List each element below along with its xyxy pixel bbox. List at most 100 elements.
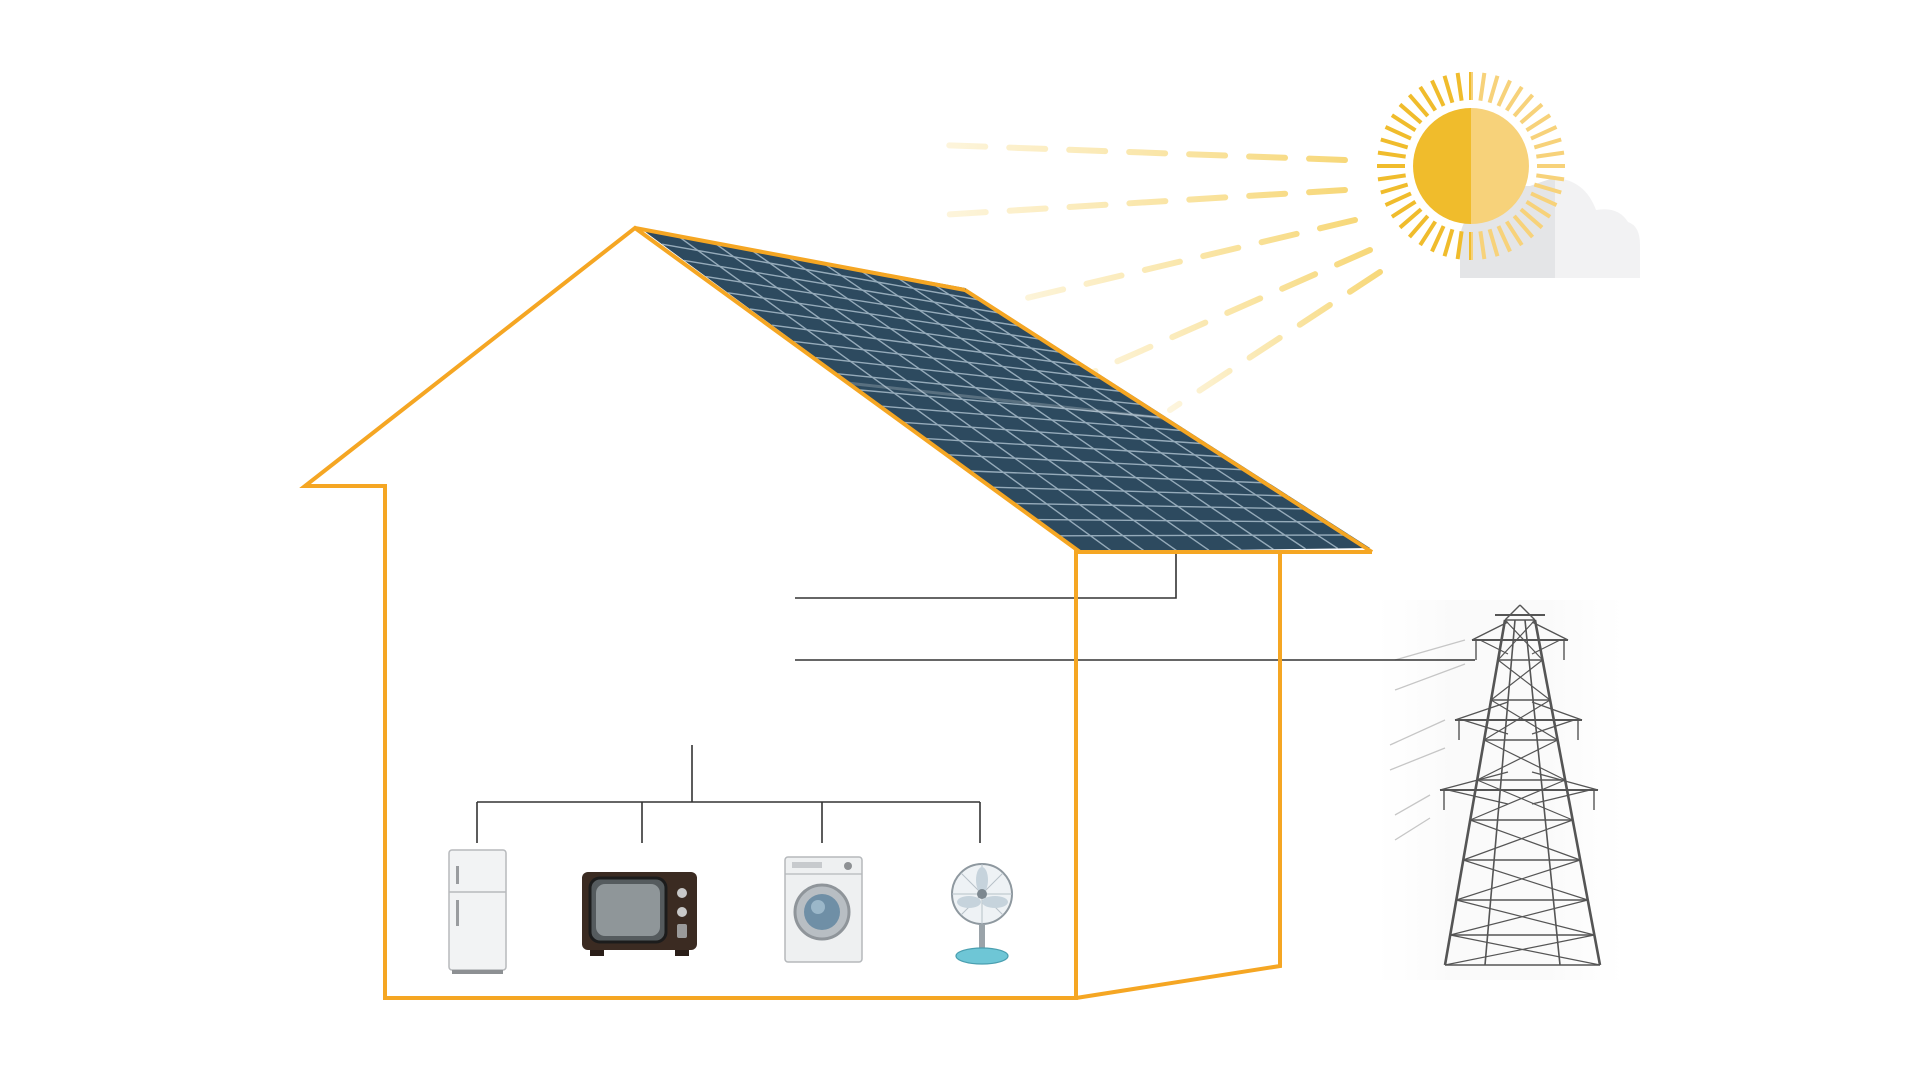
sunlight-beams [937, 142, 1383, 413]
sun-ray [1442, 228, 1455, 257]
tower-beam [1531, 639, 1561, 655]
sun-ray [1430, 79, 1446, 107]
tower-beam [1479, 639, 1509, 655]
sun-ray [1536, 173, 1565, 182]
tower-beam [1470, 819, 1581, 861]
tower-beam [1476, 739, 1558, 781]
washing-machine-icon [784, 856, 863, 963]
sun-ray [1398, 207, 1423, 230]
tower-beam [1533, 619, 1602, 966]
sun-ray [1380, 182, 1409, 195]
sun-ray [1512, 214, 1535, 239]
panel-grid-line [925, 437, 1229, 458]
sun-ray [1519, 102, 1544, 125]
tower-beam [1484, 619, 1516, 966]
television-icon [582, 872, 697, 956]
tower-beam [1443, 619, 1507, 966]
sun-ray [1533, 137, 1562, 150]
sun-ray [1384, 125, 1412, 141]
sun-ray [1380, 137, 1409, 150]
sun-ray [1525, 199, 1552, 219]
tower-beam [1504, 604, 1521, 621]
house-outline-icon [299, 225, 1374, 1000]
panel-grid-line [705, 275, 1026, 328]
panel-grid-line [727, 292, 1047, 341]
sun-ray [1530, 125, 1558, 141]
tower-beam [1444, 934, 1595, 966]
tower-beam [1447, 789, 1509, 805]
panel-grid-line [793, 340, 1107, 380]
panel-grid-line [771, 324, 1087, 367]
sun-ray [1487, 75, 1500, 104]
sun-ray [1478, 231, 1487, 260]
tower-beam [1531, 719, 1575, 735]
light-beam [937, 142, 1348, 163]
sun-ray [1504, 85, 1524, 112]
sun-ray [1519, 207, 1544, 230]
tower-beam [1463, 819, 1573, 861]
sun-ray [1455, 72, 1464, 101]
sun-ray [1530, 191, 1558, 207]
sun-ray [1525, 113, 1552, 133]
light-beam [1167, 269, 1383, 413]
sun-ray [1390, 113, 1417, 133]
tower-beam [1450, 899, 1588, 936]
sun-ray [1504, 220, 1524, 247]
sun-ray [1407, 214, 1430, 239]
panel-grid-line [969, 470, 1269, 484]
light-beam [1007, 217, 1358, 305]
light-beam [937, 187, 1348, 218]
sun-ray [1496, 79, 1512, 107]
tower-beam [1531, 789, 1591, 805]
sun-ray [1487, 228, 1500, 257]
tower-beam [1483, 739, 1566, 781]
tower-beam [1456, 859, 1581, 901]
sun-ray [1536, 150, 1565, 159]
transmission-tower-icon [1375, 600, 1625, 980]
sun-ray [1377, 173, 1406, 182]
panel-grid-line [837, 373, 1148, 406]
panel-grid-line [1035, 518, 1330, 523]
sun-ray [1430, 225, 1446, 253]
sun-ray [1418, 85, 1438, 112]
tower-beam [1490, 659, 1543, 701]
tower-beam [1531, 621, 1569, 641]
tower-beam [1497, 659, 1551, 701]
tower-beam [1476, 779, 1573, 821]
tower-beam [1454, 701, 1509, 721]
panel-grid-line [1057, 534, 1350, 537]
tower-beam [1531, 701, 1583, 721]
panel-grid-line [991, 486, 1290, 497]
sun-ray [1384, 191, 1412, 207]
solar-panel-wire [795, 552, 1177, 599]
tower-beam [1524, 619, 1561, 966]
sun-ray [1390, 199, 1417, 219]
sun-ray [1398, 102, 1423, 125]
tower-beam [1450, 934, 1601, 966]
sun-ray [1478, 72, 1487, 101]
tower-beam [1471, 621, 1509, 641]
sun-icon [1377, 72, 1565, 260]
light-beam [1072, 247, 1373, 383]
sun-ray [1455, 231, 1464, 260]
panel-grid-line [815, 356, 1128, 393]
sun-ray [1407, 93, 1430, 118]
panel-grid-line [683, 259, 1006, 315]
sun-ray [1496, 225, 1512, 253]
fan-icon [951, 863, 1013, 965]
tower-beam [1439, 771, 1509, 791]
sun-ray [1533, 182, 1562, 195]
tower-beam [1463, 859, 1588, 901]
panel-grid-line [749, 308, 1067, 354]
sun-ray [1512, 93, 1535, 118]
sun-ray [1377, 150, 1406, 159]
panel-grid-line [947, 454, 1249, 471]
panel-grid-line [903, 421, 1209, 445]
sun-ray [1442, 75, 1455, 104]
panel-grid-line [881, 405, 1188, 432]
sun-ray [1418, 220, 1438, 247]
panel-glare [819, 378, 1181, 422]
refrigerator-icon [448, 849, 507, 974]
panel-grid-line [859, 389, 1168, 419]
